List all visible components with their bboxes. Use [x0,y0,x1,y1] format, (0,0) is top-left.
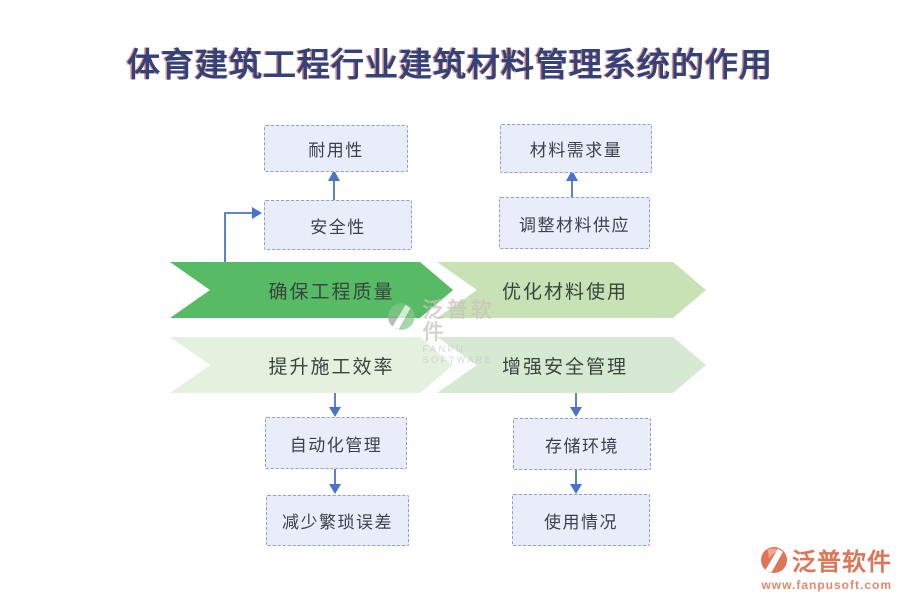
node-adjust-supply: 调整材料供应 [499,197,650,249]
watermark-brand: 泛普软件 [422,299,495,344]
footer-logo[interactable]: 泛普软件 www.fanpusoft.com [757,542,892,592]
fanpu-logo-icon [761,546,787,573]
footer-url[interactable]: www.fanpusoft.com [761,578,892,592]
connector-arrows [224,170,582,494]
banner-shape-strengthen-safety [437,337,706,393]
banner-shape-improve-efficiency [170,337,453,393]
page-title: 体育建筑工程行业建筑材料管理系统的作用 [127,48,773,84]
watermark: 泛普软件 FANPU SOFTWARE [388,300,518,365]
banner-shape-optimize-material [437,262,706,318]
node-reduce-errors: 减少繁琐误差 [266,495,409,546]
banner-shape-ensure-quality [170,262,453,318]
node-storage-environment: 存储环境 [513,418,651,470]
node-durability: 耐用性 [264,125,408,172]
watermark-subtitle: FANPU SOFTWARE [422,344,494,365]
node-safety: 安全性 [264,200,412,250]
node-automation-management: 自动化管理 [265,417,407,469]
node-material-demand: 材料需求量 [500,124,652,173]
fanpu-logo-icon [388,303,415,330]
node-usage-status: 使用情况 [512,494,650,546]
footer-brand: 泛普软件 [792,549,892,576]
